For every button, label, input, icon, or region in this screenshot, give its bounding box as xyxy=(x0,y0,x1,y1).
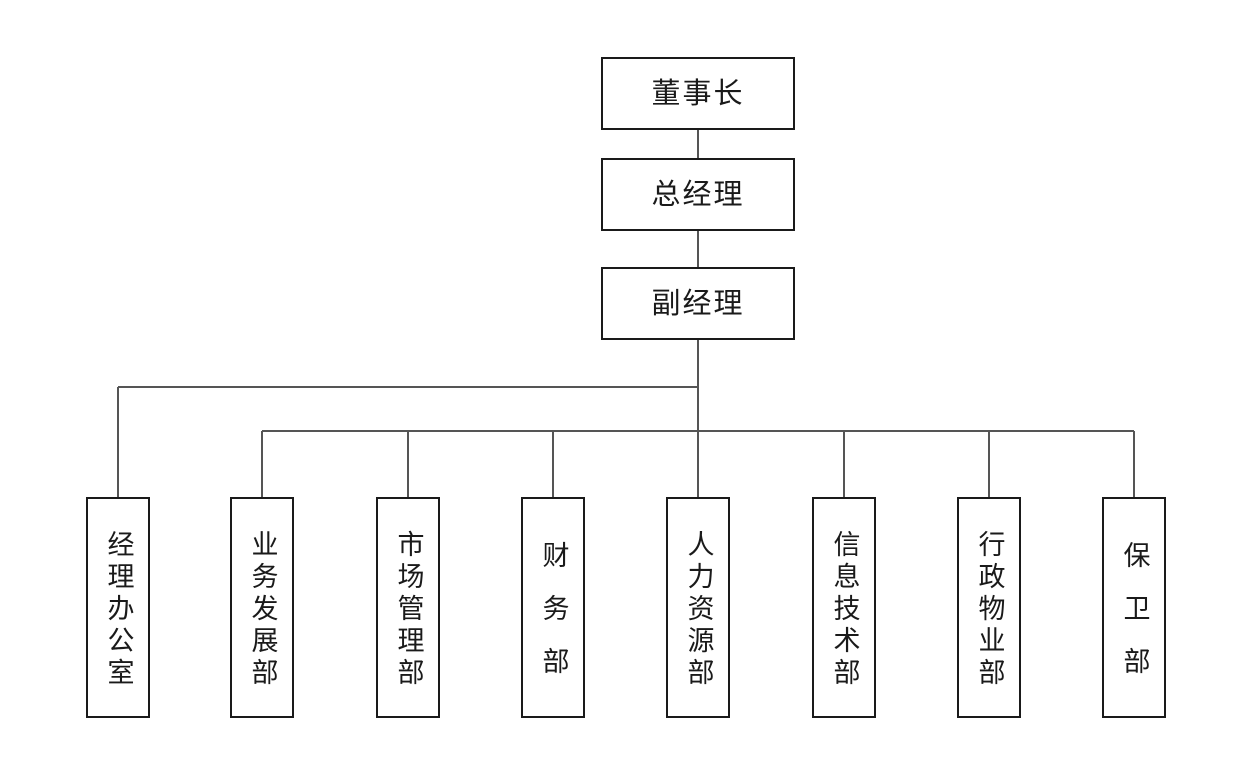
node-business-development-label: 业务发展部 xyxy=(246,530,278,690)
node-administration-property[interactable]: 行政物业部 xyxy=(957,497,1021,718)
node-security[interactable]: 保卫部 xyxy=(1102,497,1166,718)
node-chairman-label: 董事长 xyxy=(651,76,745,110)
node-information-technology-label: 信息技术部 xyxy=(828,530,860,690)
node-business-development[interactable]: 业务发展部 xyxy=(230,497,294,718)
node-managers-office-label: 经理办公室 xyxy=(102,530,134,690)
node-finance[interactable]: 财务部 xyxy=(521,497,585,718)
node-market-management[interactable]: 市场管理部 xyxy=(376,497,440,718)
node-market-management-label: 市场管理部 xyxy=(392,530,424,690)
node-human-resources-label: 人力资源部 xyxy=(682,530,714,690)
node-general-manager-label: 总经理 xyxy=(651,177,745,211)
node-general-manager[interactable]: 总经理 xyxy=(601,158,795,231)
node-deputy-manager-label: 副经理 xyxy=(651,286,745,320)
node-deputy-manager[interactable]: 副经理 xyxy=(601,267,795,340)
node-security-label: 保卫部 xyxy=(1118,541,1150,700)
node-chairman[interactable]: 董事长 xyxy=(601,57,795,130)
node-finance-label: 财务部 xyxy=(537,541,569,700)
node-administration-property-label: 行政物业部 xyxy=(973,530,1005,690)
node-managers-office[interactable]: 经理办公室 xyxy=(86,497,150,718)
node-human-resources[interactable]: 人力资源部 xyxy=(666,497,730,718)
node-information-technology[interactable]: 信息技术部 xyxy=(812,497,876,718)
